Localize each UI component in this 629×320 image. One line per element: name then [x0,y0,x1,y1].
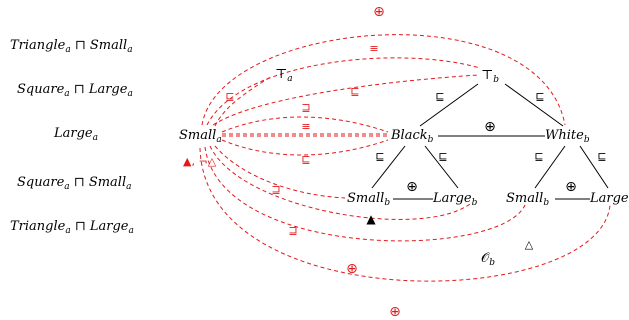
relation-equiv-black: ≡ [301,120,310,133]
align-curve-disjoint-smallb [204,146,526,242]
edge-white-large [579,145,609,189]
edge-topb-white [504,83,564,127]
relation-equiv-top: ≡ [369,42,378,55]
left-concept-large: Largea [53,126,98,143]
node-top-a: ⊤a [275,67,293,84]
filled-triangle-icon: ▲ [183,155,192,168]
align-curve-subset-topa [214,75,273,127]
relation-disjoint-top: ⊕ [373,4,385,20]
relation-disjoint-smallb: ⊕ [346,261,358,277]
left-concept-square-large: Squarea ⊓ Largea [17,82,133,99]
left-concept-square-small: Squarea ⊓ Smalla [17,175,132,192]
node-small-b-right: Smallb [506,191,549,208]
edge-topb-black [419,83,479,127]
open-triangle-icon: △ [208,155,217,168]
left-concept-triangle-small: Trianglea ⊓ Smalla [10,38,133,55]
edge-black-smallb [371,145,406,189]
node-small-b-left: Smallb [347,191,390,208]
align-curve-equiv-top [206,57,481,126]
node-white-b: Whiteb [545,128,590,145]
relation-superset-largeb: ⊒ [288,224,297,237]
open-triangle-marker-icon: △ [525,238,534,251]
relation-white-subset-topb: ⊑ [535,90,544,103]
relation-black-subset-topb: ⊑ [435,90,444,103]
left-concept-triangle-large: Trianglea ⊓ Largea [10,219,134,236]
node-large-b: Largeb [432,191,478,208]
node-small-a: Smalla [179,128,222,145]
relation-subset-topa: ⊑ [225,90,234,103]
relation-disjoint-large: ⊕ [389,304,401,320]
relation-smallb2-large-disjoint: ⊕ [565,179,577,195]
relation-subset-lower: ⊑ [301,153,310,166]
node-o-b: 𝒪b [481,251,495,268]
node-large: Large [589,191,629,206]
relation-largeb-subset-black: ⊑ [438,150,447,163]
edge-white-smallb2 [534,145,566,189]
relation-smallb-largeb-disjoint: ⊕ [406,179,418,195]
relation-subset-topb: ⊑ [350,85,359,98]
align-curve-superset-smallb [214,145,346,199]
node-top-b: ⊤b [481,68,499,85]
align-curve-disjoint-top [201,34,566,126]
relation-smallb-subset-black: ⊑ [375,150,384,163]
annotation-small-a: ▲, ¬△ [183,155,217,168]
align-curve-superset-black-upper [221,116,389,133]
align-curve-subset-black-lower [221,139,389,156]
relation-large-subset-white: ⊑ [597,150,606,163]
relation-black-white-disjoint: ⊕ [484,119,496,135]
edge-black-largeb [424,145,459,189]
relation-smallb2-subset-white: ⊑ [534,150,543,163]
relation-superset-upper: ⊒ [301,101,310,114]
align-curve-disjoint-large [199,147,611,282]
node-black-b: Blackb [390,128,434,145]
filled-triangle-marker-icon: ▲ [366,212,376,226]
align-curve-superset-largeb [209,145,471,220]
relation-superset-smallb: ⊒ [271,183,280,196]
align-curve-subset-topb [212,74,479,126]
